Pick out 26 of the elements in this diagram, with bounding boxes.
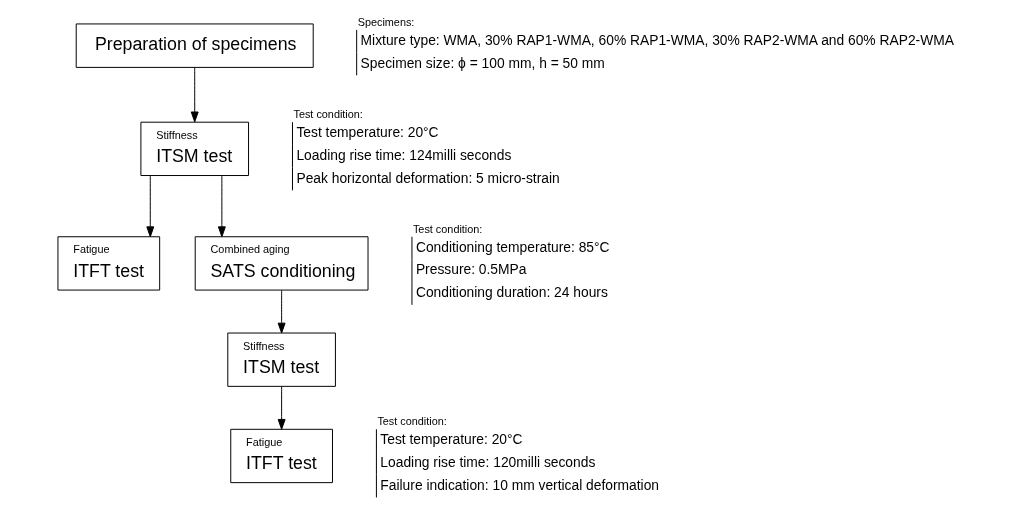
node-label: Test condition: [292, 108, 363, 121]
node-label: Test temperature: 20°C [379, 431, 523, 448]
node-box: Stiffness ITSM test [139, 121, 249, 177]
node-box: Combined aging SATS conditioning [194, 236, 368, 291]
node-label: Loading rise time: 120milli seconds [379, 454, 595, 471]
node-label: Specimens: [357, 15, 414, 28]
node-label: Conditioning duration: 24 hours [415, 284, 608, 301]
arrow [190, 67, 199, 123]
node-label: Mixture type: WMA, 30% RAP1-WMA, 60% RAP1-WMA, 30% RAP2-WMA and 60% RAP2-WMA [360, 31, 954, 48]
node-label: Peak horizontal deformation: 5 micro-strain [295, 169, 560, 186]
node-box: Preparation of specimens [75, 23, 314, 68]
node-label: Test temperature: 20°C [295, 124, 439, 141]
node-label: Loading rise time: 124milli seconds [295, 146, 511, 163]
node-label: Specimen size: ϕ = 100 mm, h = 50 mm [360, 54, 605, 71]
node-label: Test condition: [376, 415, 447, 428]
node-label: Test condition: [412, 222, 482, 235]
arrow [217, 175, 226, 238]
arrow [277, 289, 286, 334]
node-label: Pressure: 0.5MPa [415, 261, 526, 278]
node-label: Failure indication: 10 mm vertical deformation [379, 476, 659, 493]
node-box: Stiffness ITSM test [226, 332, 336, 387]
arrow [145, 175, 154, 238]
node-box: Fatigue ITFT test [56, 236, 160, 291]
arrow [277, 386, 286, 430]
node-box: Fatigue ITFT test [229, 428, 333, 484]
node-label: Conditioning temperature: 85°C [415, 238, 610, 255]
